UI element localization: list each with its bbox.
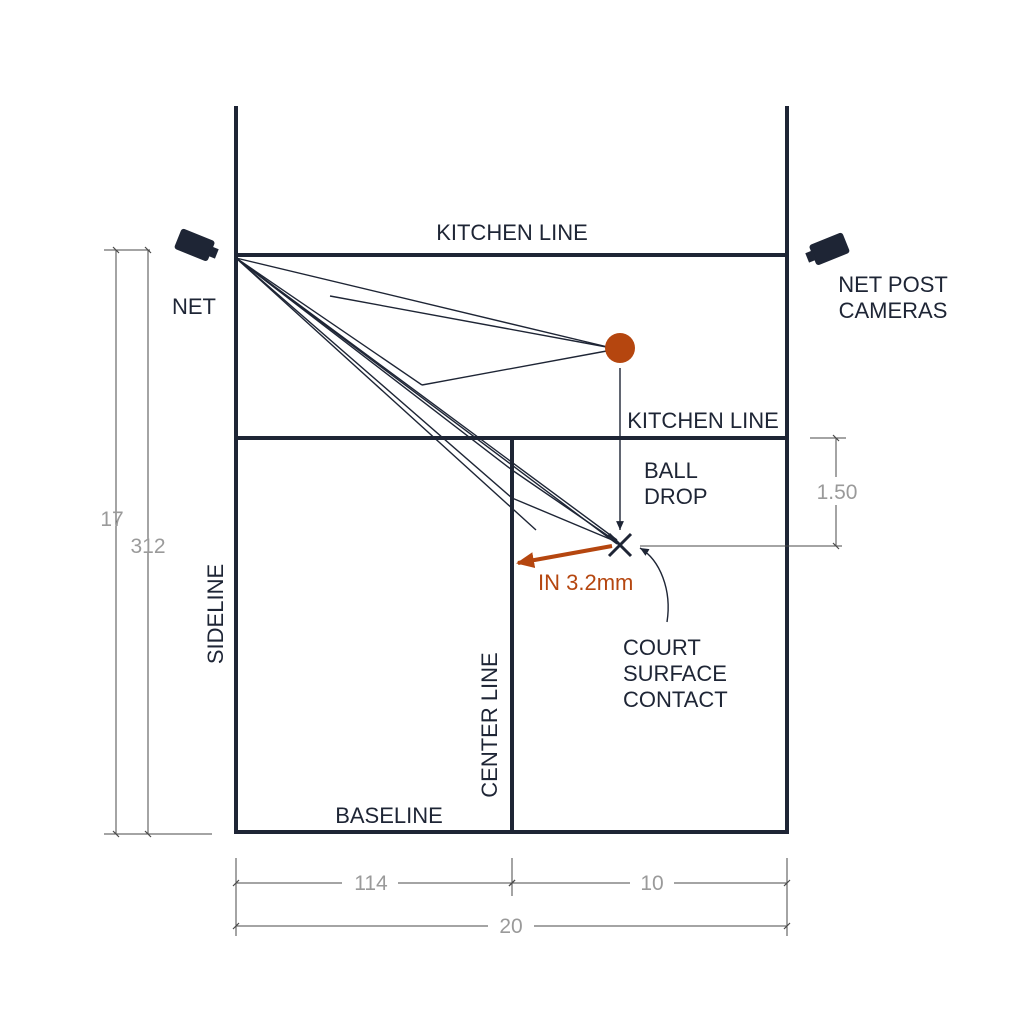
camera-icon: [174, 228, 219, 261]
net-post-cameras-label-2: CAMERAS: [839, 298, 948, 323]
court-surface-contact-label-1: COURT: [623, 635, 701, 660]
kitchen-line-mid-label: KITCHEN LINE: [627, 408, 779, 433]
net-post-cameras-label-1: NET POST: [838, 272, 948, 297]
sideline-label: SIDELINE: [203, 564, 228, 664]
kitchen-line-top-label: KITCHEN LINE: [436, 220, 588, 245]
contact-cross-icon: [607, 532, 633, 558]
left-inner-dimension: 312: [130, 535, 165, 558]
court-surface-contact-label-2: SURFACE: [623, 661, 727, 686]
ball-drop-label-1: BALL: [644, 458, 698, 483]
bottom-left-dimension: 114: [354, 872, 388, 895]
bottom-right-dimension: 10: [640, 872, 663, 895]
in-call-label: IN 3.2mm: [538, 570, 633, 595]
left-dimensions: [104, 246, 212, 838]
bottom-total-dimension: 20: [499, 915, 522, 938]
left-outer-dimension: 17: [100, 508, 123, 531]
right-offset-dimension: 1.50: [817, 481, 858, 504]
center-line-label: CENTER LINE: [477, 652, 502, 797]
surface-contact-pointer: [639, 547, 669, 623]
camera-sight-lines: [235, 257, 618, 545]
court-lines: [234, 106, 789, 834]
ball-marker: [605, 333, 635, 363]
ball-drop-label-2: DROP: [644, 484, 708, 509]
in-call-arrow: [516, 544, 613, 569]
camera-icon: [805, 232, 850, 265]
net-label: NET: [172, 294, 216, 319]
baseline-label: BASELINE: [335, 803, 443, 828]
court-surface-contact-label-3: CONTACT: [623, 687, 728, 712]
